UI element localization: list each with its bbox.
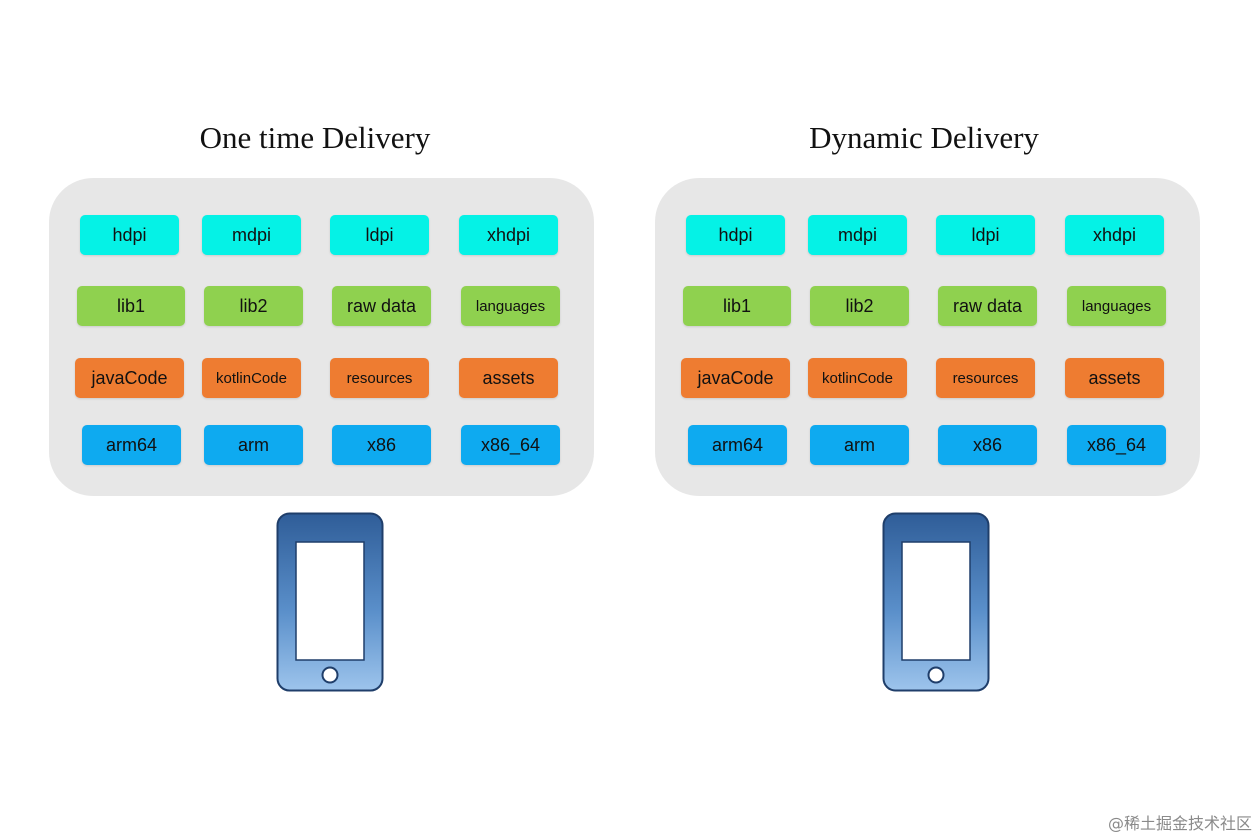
- chip-arm64: arm64: [82, 425, 181, 465]
- chip-kotlincode: kotlinCode: [202, 358, 301, 398]
- chip-lib1: lib1: [683, 286, 791, 326]
- chip-resources: resources: [330, 358, 429, 398]
- chip-x86-64: x86_64: [461, 425, 560, 465]
- smartphone-icon: [882, 512, 990, 692]
- chip-lib1: lib1: [77, 286, 185, 326]
- package-container-one-time-delivery: hdpi mdpi ldpi xhdpi lib1 lib2 raw data …: [49, 178, 594, 496]
- chip-xhdpi: xhdpi: [459, 215, 558, 255]
- smartphone-icon: [276, 512, 384, 692]
- chip-languages: languages: [1067, 286, 1166, 326]
- chip-ldpi: ldpi: [330, 215, 429, 255]
- chip-xhdpi: xhdpi: [1065, 215, 1164, 255]
- chip-raw-data: raw data: [332, 286, 431, 326]
- package-container-dynamic-delivery: hdpi mdpi ldpi xhdpi lib1 lib2 raw data …: [655, 178, 1200, 496]
- chip-assets: assets: [1065, 358, 1164, 398]
- chip-arm: arm: [810, 425, 909, 465]
- chip-javacode: javaCode: [75, 358, 184, 398]
- chip-raw-data: raw data: [938, 286, 1037, 326]
- watermark: @稀土掘金技术社区: [1107, 814, 1252, 833]
- chip-ldpi: ldpi: [936, 215, 1035, 255]
- chip-lib2: lib2: [204, 286, 303, 326]
- chip-arm64: arm64: [688, 425, 787, 465]
- panel-title-dynamic-delivery: Dynamic Delivery: [809, 120, 1039, 155]
- chip-lib2: lib2: [810, 286, 909, 326]
- chip-kotlincode: kotlinCode: [808, 358, 907, 398]
- chip-x86: x86: [332, 425, 431, 465]
- chip-mdpi: mdpi: [808, 215, 907, 255]
- chip-resources: resources: [936, 358, 1035, 398]
- chip-x86-64: x86_64: [1067, 425, 1166, 465]
- chip-languages: languages: [461, 286, 560, 326]
- panel-title-one-time-delivery: One time Delivery: [199, 120, 431, 155]
- chip-assets: assets: [459, 358, 558, 398]
- chip-hdpi: hdpi: [80, 215, 179, 255]
- chip-mdpi: mdpi: [202, 215, 301, 255]
- chip-arm: arm: [204, 425, 303, 465]
- chip-javacode: javaCode: [681, 358, 790, 398]
- chip-hdpi: hdpi: [686, 215, 785, 255]
- chip-x86: x86: [938, 425, 1037, 465]
